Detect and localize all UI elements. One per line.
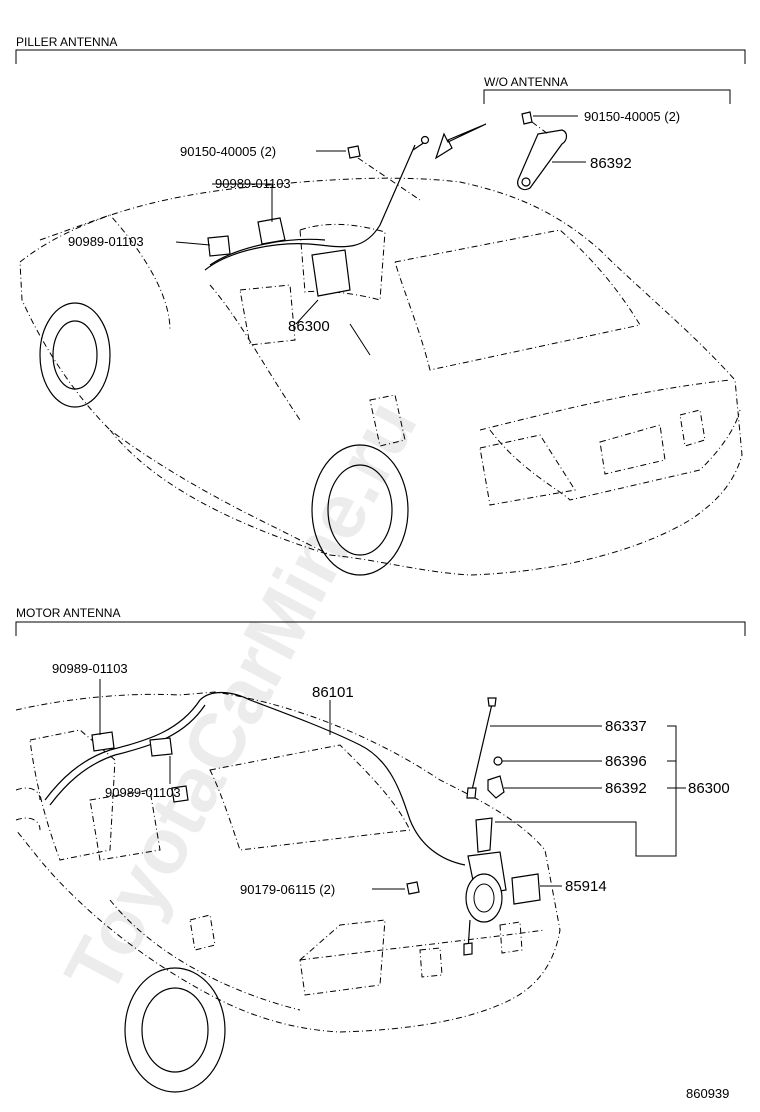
antenna-cable bbox=[204, 144, 416, 271]
label-cover-86392: 86392 bbox=[590, 155, 632, 172]
label-nut-86396: 86396 bbox=[605, 753, 647, 770]
antenna-cable-86101 bbox=[44, 691, 466, 866]
label-rod-86337: 86337 bbox=[605, 718, 647, 735]
antenna-tip bbox=[420, 135, 430, 145]
cover-86392 bbox=[487, 775, 505, 799]
pillar-leaders bbox=[175, 115, 586, 356]
antenna-tube bbox=[475, 817, 493, 853]
label-bolt-90150-top: 90150-40005 (2) bbox=[584, 109, 680, 124]
rear-wheel-motor bbox=[124, 967, 226, 1093]
label-pad-90179: 90179-06115 (2) bbox=[240, 882, 335, 897]
bolt-part bbox=[347, 145, 361, 159]
clamp-part-top bbox=[91, 731, 115, 752]
motor-leaders bbox=[99, 679, 686, 890]
cover-plate-86392 bbox=[517, 129, 568, 191]
front-wheel bbox=[39, 302, 111, 408]
car-illustration-pillar bbox=[19, 177, 743, 576]
rear-wheel bbox=[311, 444, 409, 576]
antenna-housing bbox=[311, 249, 351, 297]
section-bracket bbox=[15, 49, 746, 64]
label-clamp-90989-left: 90989-01103 bbox=[68, 234, 144, 249]
label-antenna-86300: 86300 bbox=[288, 318, 330, 335]
sub-section-bracket bbox=[483, 89, 731, 104]
label-relay-85914: 85914 bbox=[565, 878, 607, 895]
label-clamp-90989-upper: 90989-01103 bbox=[215, 176, 291, 191]
label-cover-86392: 86392 bbox=[605, 780, 647, 797]
section-pillar-antenna: PILLER ANTENNA W/O ANTENNA bbox=[15, 35, 746, 576]
motor-antenna-parts bbox=[44, 691, 541, 956]
car-illustration-motor bbox=[15, 691, 561, 1093]
clamp-part-mid bbox=[149, 737, 173, 757]
pad-90179 bbox=[406, 881, 420, 895]
section-bracket bbox=[15, 621, 746, 636]
section-title-pillar: PILLER ANTENNA bbox=[16, 35, 117, 49]
arrow-indicator bbox=[434, 123, 487, 160]
label-clamp-90989-mid: 90989-01103 bbox=[105, 785, 181, 800]
clamp-part-left bbox=[207, 235, 231, 257]
pillar-antenna-parts bbox=[204, 135, 430, 297]
section-title-wo-antenna: W/O ANTENNA bbox=[484, 75, 568, 89]
label-cable-86101: 86101 bbox=[312, 684, 354, 701]
figure-number: 860939 bbox=[686, 1086, 729, 1101]
antenna-rod-86337 bbox=[471, 703, 493, 791]
relay-85914 bbox=[511, 873, 541, 905]
section-motor-antenna: MOTOR ANTENNA bbox=[15, 606, 746, 1093]
nut-86396 bbox=[493, 756, 503, 766]
section-title-motor: MOTOR ANTENNA bbox=[16, 606, 120, 620]
wo-bolt-part bbox=[521, 111, 533, 125]
label-bolt-90150-left: 90150-40005 (2) bbox=[180, 144, 276, 159]
clamp-part-upper bbox=[257, 217, 286, 245]
motor-drum bbox=[465, 873, 503, 923]
wo-antenna-parts bbox=[434, 111, 568, 191]
label-assembly-86300: 86300 bbox=[688, 780, 730, 797]
watermark: ToyotaCarMine.ru bbox=[47, 386, 433, 1008]
label-clamp-90989-top: 90989-01103 bbox=[52, 661, 128, 676]
